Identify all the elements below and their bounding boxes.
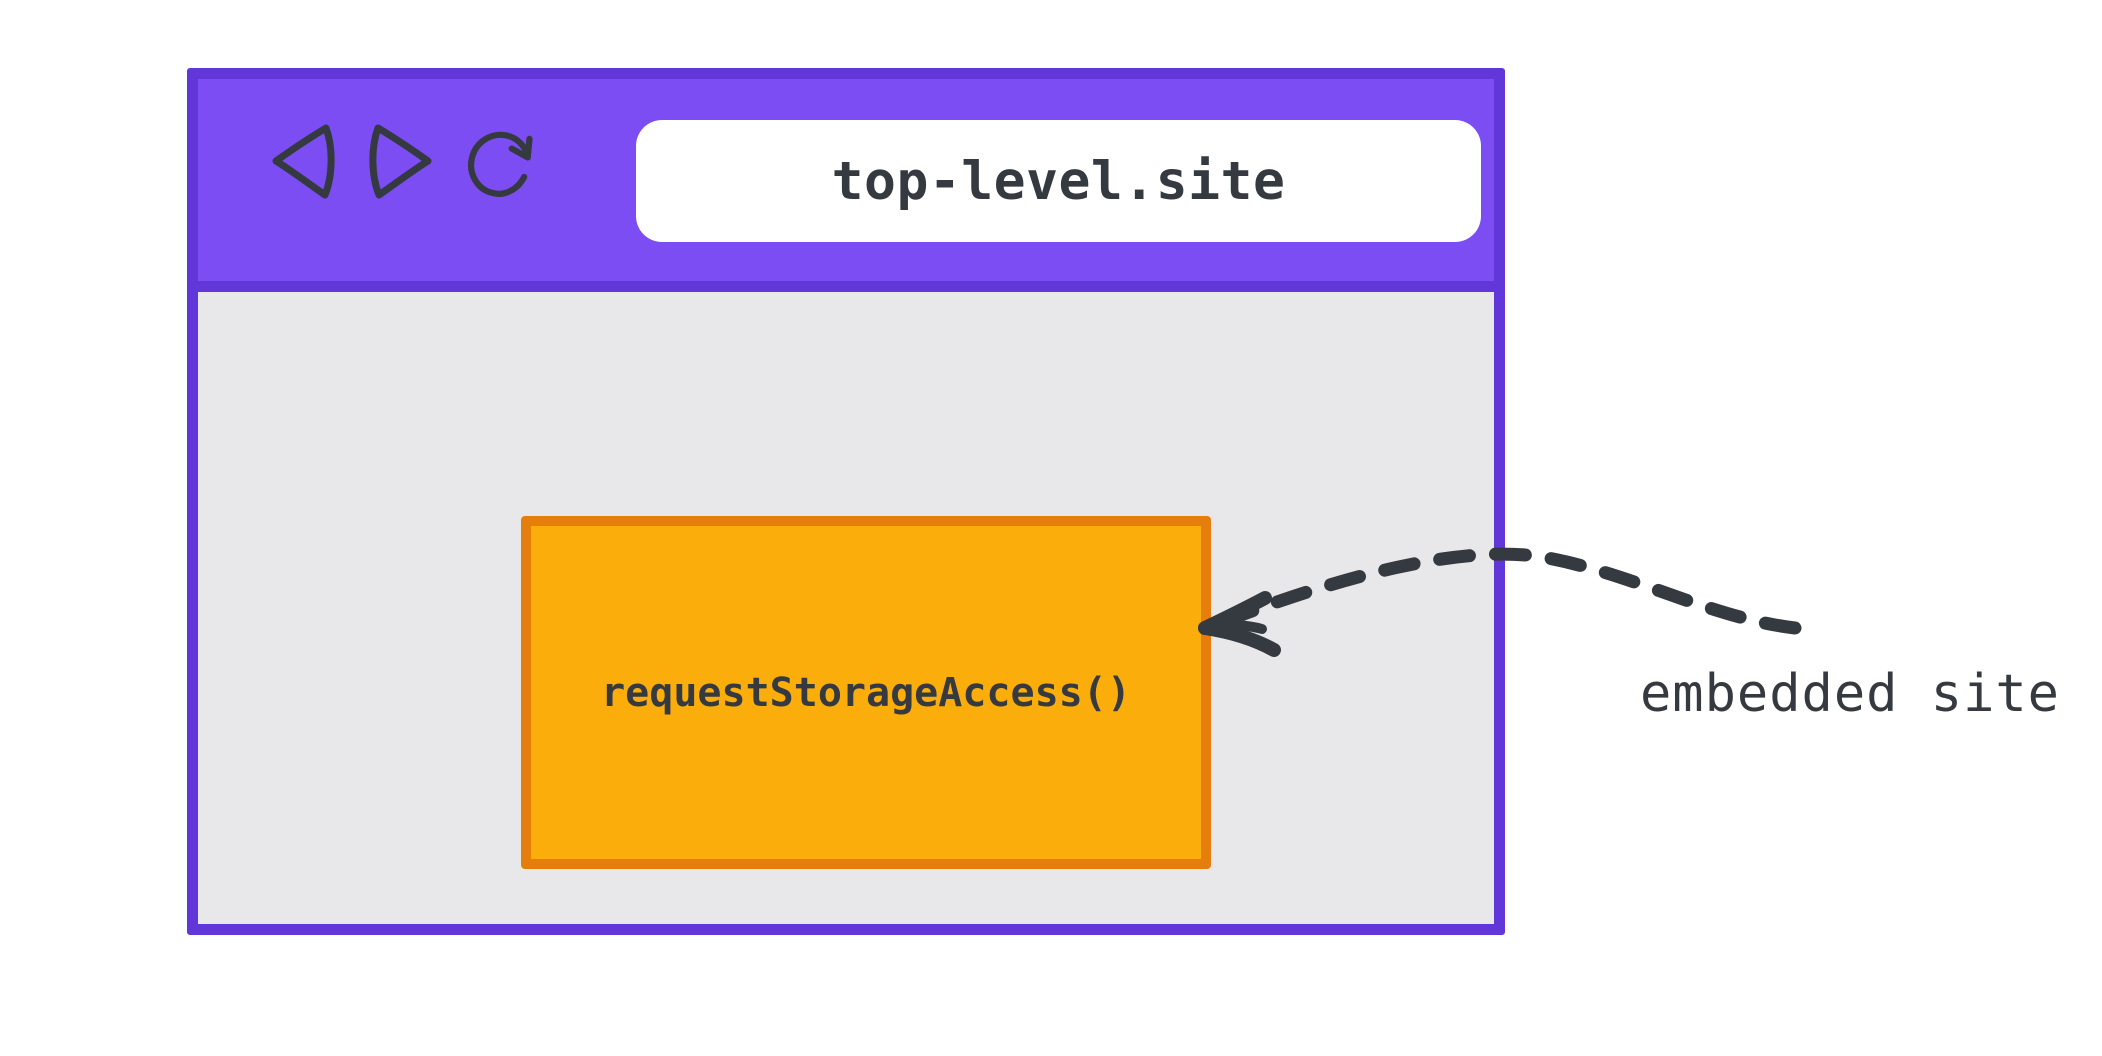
embedded-site-annotation-label: embedded site [1640, 664, 2060, 724]
embedded-iframe[interactable]: requestStorageAccess() [521, 516, 1211, 869]
back-button[interactable] [263, 117, 341, 205]
url-input[interactable]: top-level.site [636, 120, 1481, 242]
navigation-controls [263, 117, 541, 205]
browser-viewport: requestStorageAccess() [198, 292, 1494, 924]
url-text: top-level.site [831, 150, 1286, 212]
reload-button[interactable] [463, 117, 541, 205]
browser-window: top-level.site requestStorageAccess() [187, 68, 1505, 935]
browser-chrome-bar: top-level.site [198, 79, 1494, 292]
forward-button[interactable] [363, 117, 441, 205]
request-storage-access-label: requestStorageAccess() [601, 669, 1131, 716]
